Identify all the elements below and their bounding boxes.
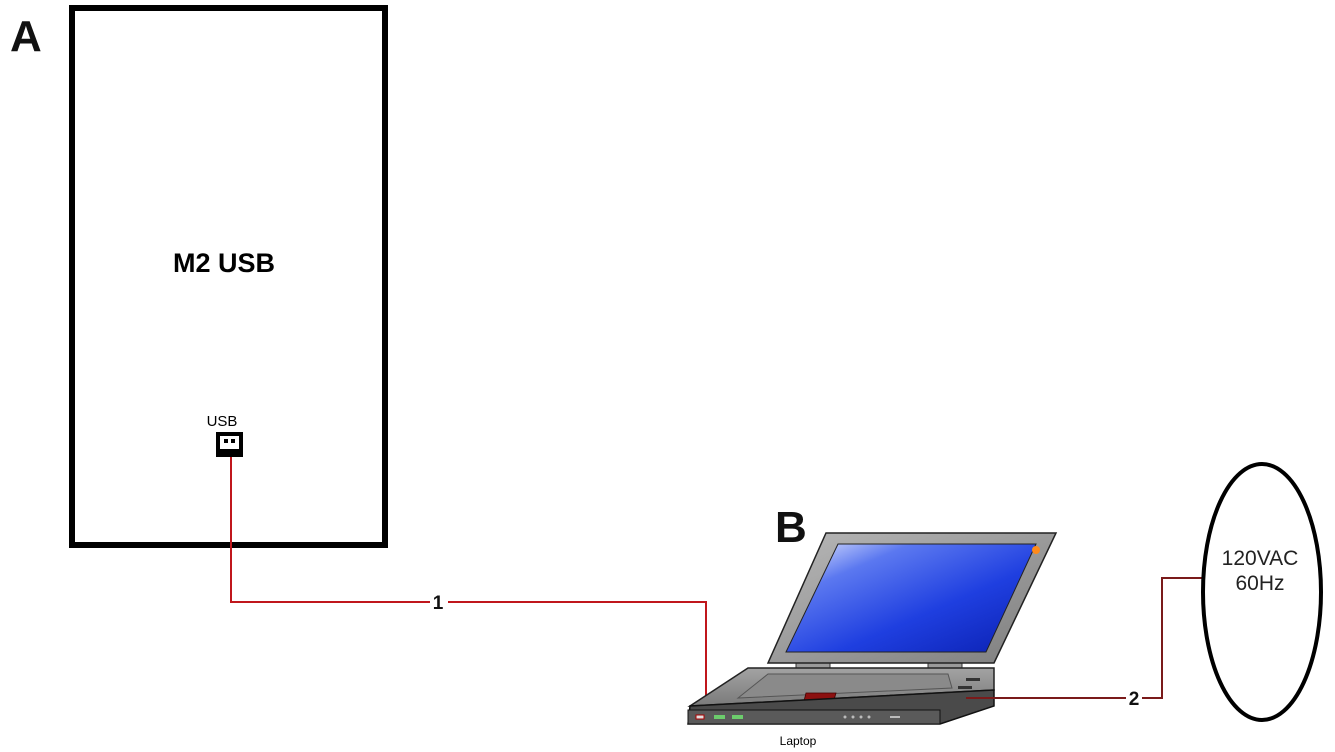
usb-port-icon[interactable] [216,432,243,457]
power-voltage-label: 120VAC [1222,547,1299,570]
power-frequency-label: 60Hz [1235,572,1284,595]
device-a-name: M2 USB [173,248,275,278]
laptop-label: Laptop [780,734,817,748]
laptop-icon[interactable] [687,532,1058,725]
device-a-marker: A [10,12,42,61]
cable-2 [966,577,1204,699]
power-outlet-icon[interactable] [1201,462,1323,722]
device-b-marker: B [775,503,807,552]
cable-1 [230,457,707,700]
usb-port-label: USB [207,413,238,430]
cable-2-label: 2 [1129,689,1140,710]
cable-1-label: 1 [433,593,444,614]
